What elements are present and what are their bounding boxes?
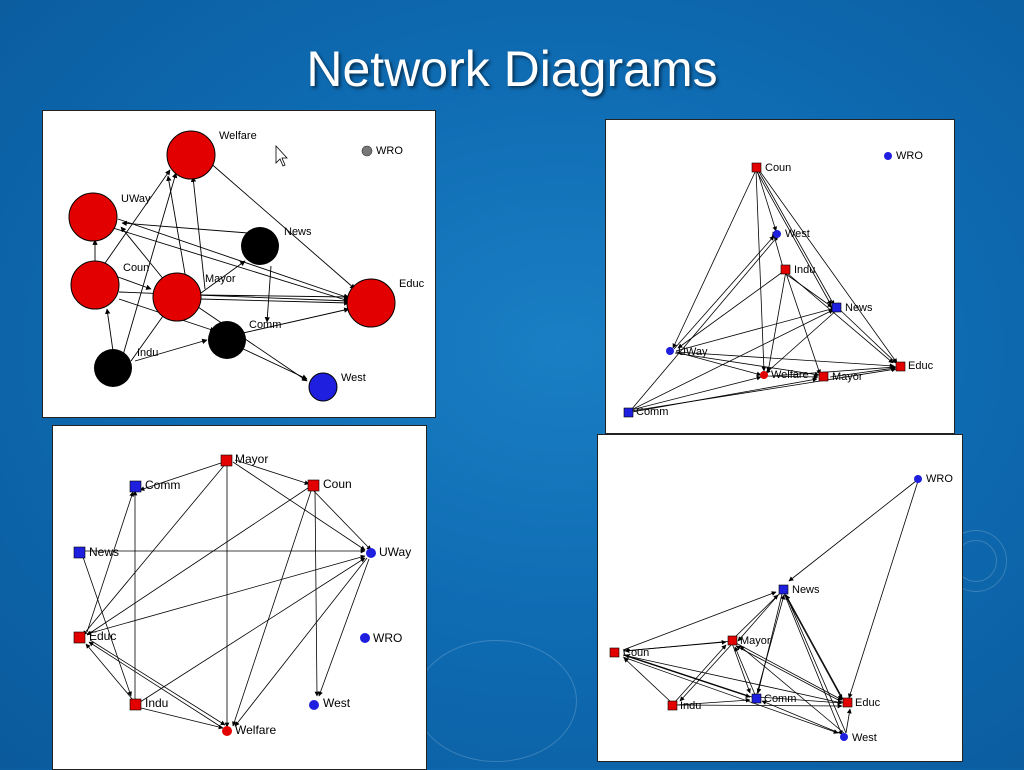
label-comm: Comm bbox=[636, 406, 668, 418]
label-news: News bbox=[89, 545, 119, 559]
node-coun bbox=[307, 479, 320, 492]
nodes bbox=[68, 130, 396, 402]
label-indu: Indu bbox=[137, 347, 158, 359]
label-indu: Indu bbox=[680, 700, 701, 712]
label-educ: Educ bbox=[855, 697, 881, 709]
label-comm: Comm bbox=[145, 478, 180, 492]
nodes bbox=[623, 152, 906, 418]
node-educ bbox=[73, 631, 86, 644]
label-educ: Educ bbox=[399, 278, 425, 290]
network-diagram-1: Welfare WRO UWay News Coun Mayor Educ Co… bbox=[42, 110, 436, 418]
label-wro: WRO bbox=[373, 631, 402, 645]
node-west bbox=[308, 372, 338, 402]
node-news bbox=[241, 227, 279, 265]
node-mayor bbox=[818, 371, 829, 382]
label-welfare: Welfare bbox=[235, 723, 276, 737]
node-mayor bbox=[727, 635, 738, 646]
node-indu bbox=[780, 264, 791, 275]
label-mayor: Mayor bbox=[740, 635, 771, 647]
node-news bbox=[778, 584, 789, 595]
label-educ: Educ bbox=[908, 360, 934, 372]
label-west: West bbox=[323, 696, 351, 710]
node-uway bbox=[666, 347, 674, 355]
label-indu: Indu bbox=[794, 264, 815, 276]
ripple-decoration bbox=[415, 640, 577, 762]
node-comm bbox=[129, 480, 142, 493]
edges bbox=[622, 480, 919, 736]
label-uway: UWay bbox=[678, 346, 708, 358]
node-indu bbox=[667, 700, 678, 711]
edges bbox=[82, 459, 372, 733]
node-wro bbox=[361, 145, 373, 157]
node-coun bbox=[751, 162, 762, 173]
label-coun: Coun bbox=[623, 647, 649, 659]
node-comm bbox=[751, 693, 762, 704]
label-wro: WRO bbox=[376, 145, 403, 157]
network-diagram-3-svg: Mayor Comm Coun News UWay Educ WRO Indu … bbox=[73, 452, 411, 737]
node-comm bbox=[208, 321, 246, 359]
node-uway bbox=[366, 548, 376, 558]
label-educ: Educ bbox=[89, 629, 116, 643]
label-comm: Comm bbox=[764, 693, 796, 705]
label-welfare: Welfare bbox=[771, 369, 809, 381]
label-coun: Coun bbox=[765, 162, 791, 174]
node-educ bbox=[842, 697, 853, 708]
node-news bbox=[831, 302, 842, 313]
slide-title: Network Diagrams bbox=[306, 41, 718, 97]
network-diagram-1-svg: Welfare WRO UWay News Coun Mayor Educ Co… bbox=[68, 130, 425, 402]
label-coun: Coun bbox=[123, 262, 149, 274]
network-diagram-3: Mayor Comm Coun News UWay Educ WRO Indu … bbox=[52, 425, 427, 770]
node-wro bbox=[360, 633, 370, 643]
label-wro: WRO bbox=[926, 473, 953, 485]
node-comm bbox=[623, 407, 634, 418]
network-diagram-2: Coun WRO West Indu News UWay Welfare May… bbox=[605, 119, 955, 434]
label-welfare: Welfare bbox=[219, 130, 257, 142]
node-indu bbox=[129, 698, 142, 711]
label-news: News bbox=[845, 302, 873, 314]
node-west bbox=[309, 700, 319, 710]
node-wro bbox=[884, 152, 892, 160]
node-educ bbox=[895, 361, 906, 372]
edges bbox=[630, 169, 898, 413]
cursor-icon bbox=[275, 144, 288, 167]
node-welfare bbox=[760, 371, 768, 379]
label-mayor: Mayor bbox=[832, 371, 863, 383]
label-uway: UWay bbox=[121, 193, 151, 205]
label-indu: Indu bbox=[145, 696, 168, 710]
label-coun: Coun bbox=[323, 477, 352, 491]
node-welfare bbox=[166, 130, 216, 180]
label-west: West bbox=[341, 372, 366, 384]
edges bbox=[92, 160, 356, 382]
label-news: News bbox=[792, 584, 820, 596]
label-news: News bbox=[284, 226, 312, 238]
node-wro bbox=[914, 475, 922, 483]
label-uway: UWay bbox=[379, 545, 411, 559]
node-coun bbox=[609, 647, 620, 658]
node-mayor bbox=[152, 272, 202, 322]
label-wro: WRO bbox=[896, 150, 923, 162]
label-mayor: Mayor bbox=[205, 273, 236, 285]
label-west: West bbox=[785, 228, 810, 240]
nodes bbox=[73, 454, 376, 736]
network-diagram-4: WRO News Mayor Coun Comm Indu Educ West bbox=[597, 434, 963, 762]
node-west bbox=[840, 733, 848, 741]
label-comm: Comm bbox=[249, 319, 281, 331]
label-west: West bbox=[852, 732, 877, 744]
label-mayor: Mayor bbox=[235, 452, 268, 466]
node-indu bbox=[94, 349, 132, 387]
node-welfare bbox=[222, 726, 232, 736]
node-educ bbox=[346, 278, 396, 328]
node-uway bbox=[68, 192, 118, 242]
nodes bbox=[609, 475, 922, 741]
node-west bbox=[773, 230, 781, 238]
node-coun bbox=[70, 260, 120, 310]
network-diagram-2-svg: Coun WRO West Indu News UWay Welfare May… bbox=[623, 150, 934, 418]
network-diagram-4-svg: WRO News Mayor Coun Comm Indu Educ West bbox=[609, 473, 953, 744]
node-mayor bbox=[220, 454, 233, 467]
node-news bbox=[73, 546, 86, 559]
